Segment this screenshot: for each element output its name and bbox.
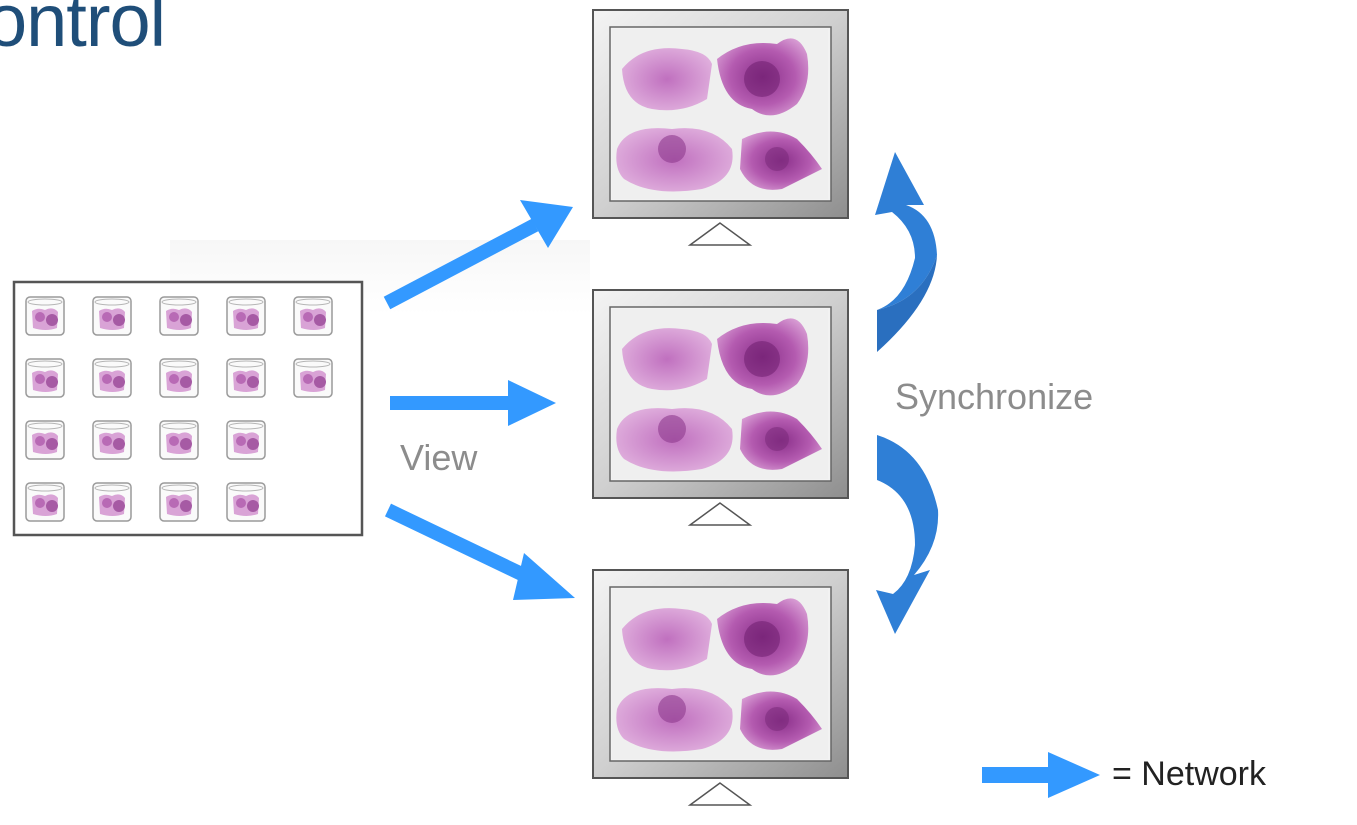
synchronize-label: Synchronize [895,376,1094,417]
slide-jar-icon [159,358,199,398]
slide-jar-icon [226,358,266,398]
monitor-bottom [592,569,849,806]
slide-jar-icon [25,482,65,522]
slide-jar-icon [159,296,199,336]
slide-jar-icon [92,358,132,398]
slide-jar-icon [92,482,132,522]
monitor-middle [592,289,849,526]
slide-jar-icon [226,296,266,336]
sync-arrow-up [875,152,937,352]
network-arrow-to-middle [390,380,556,426]
slide-jar-icon [159,420,199,460]
slide-library [12,280,364,537]
slide-jar-icon [293,358,333,398]
legend-network-arrow [982,752,1100,798]
slide-title: ontrol [0,0,166,62]
sync-arrow-down [876,435,939,634]
network-arrow-to-top [383,200,573,310]
slide-jar-icon [226,420,266,460]
slide-jar-icon [92,296,132,336]
slide-jar-icon [159,482,199,522]
slide-jar-icon [293,296,333,336]
slide-jar-icon [92,420,132,460]
slide-jar-icon [25,420,65,460]
slide-jar-icon [25,296,65,336]
monitor-top [592,9,849,246]
network-arrow-to-bottom [384,503,575,600]
view-label: View [400,437,478,478]
slide-jar-icon [25,358,65,398]
legend-network-label: = Network [1112,755,1266,793]
slide-jar-icon [226,482,266,522]
